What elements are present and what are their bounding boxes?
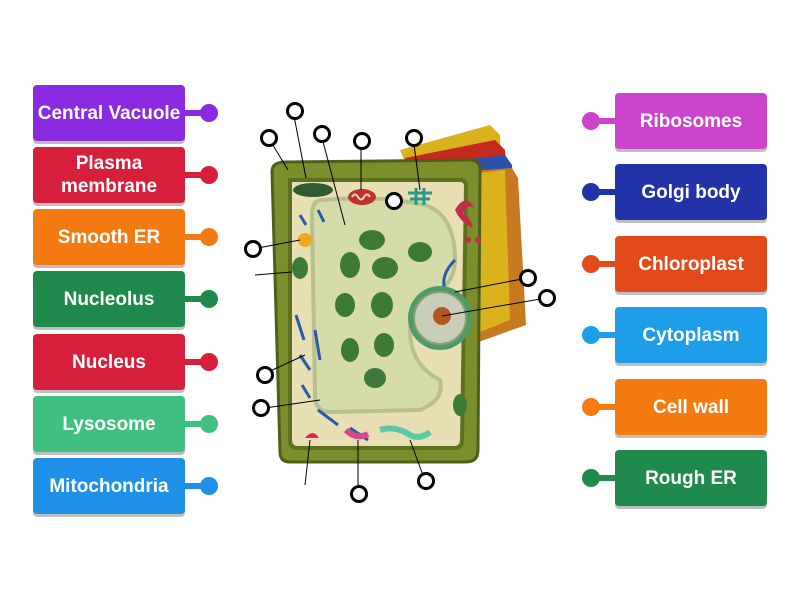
label-text: Central Vacuole bbox=[37, 102, 181, 124]
connector-lysosome bbox=[185, 421, 207, 427]
label-chloroplast[interactable]: Chloroplast bbox=[615, 236, 767, 292]
connector-chloroplast bbox=[593, 261, 615, 267]
label-text: Ribosomes bbox=[639, 110, 743, 132]
label-text: Plasma membrane bbox=[60, 153, 158, 197]
label-mitochondria[interactable]: Mitochondria bbox=[33, 458, 185, 514]
label-plasma-membrane[interactable]: Plasma membrane bbox=[33, 147, 185, 203]
drag-handle-mitochondria[interactable] bbox=[200, 477, 218, 495]
connector-ribosomes bbox=[593, 118, 615, 124]
drop-target[interactable] bbox=[385, 192, 403, 210]
label-text: Rough ER bbox=[645, 467, 737, 489]
connector-smooth-er bbox=[185, 234, 207, 240]
label-rough-er[interactable]: Rough ER bbox=[615, 450, 767, 506]
label-text: Smooth ER bbox=[57, 226, 161, 248]
label-text: Lysosome bbox=[62, 413, 156, 435]
callout-lines bbox=[254, 115, 547, 490]
label-central-vacuole[interactable]: Central Vacuole bbox=[33, 85, 185, 141]
connector-nucleolus bbox=[185, 296, 207, 302]
connector-cytoplasm bbox=[593, 332, 615, 338]
drag-handle-smooth-er[interactable] bbox=[200, 228, 218, 246]
drag-handle-nucleus[interactable] bbox=[200, 353, 218, 371]
drag-handle-nucleolus[interactable] bbox=[200, 290, 218, 308]
connector-nucleus bbox=[185, 359, 207, 365]
label-cytoplasm[interactable]: Cytoplasm bbox=[615, 307, 767, 363]
cell-wall-side bbox=[400, 125, 526, 345]
drag-handle-plasma-membrane[interactable] bbox=[200, 166, 218, 184]
drop-target[interactable] bbox=[244, 240, 262, 258]
drop-target[interactable] bbox=[313, 125, 331, 143]
label-text: Chloroplast bbox=[638, 253, 744, 275]
er-shapes bbox=[294, 209, 369, 442]
drag-handle-ribosomes[interactable] bbox=[582, 112, 600, 130]
drop-target[interactable] bbox=[538, 289, 556, 307]
label-ribosomes[interactable]: Ribosomes bbox=[615, 93, 767, 149]
label-text: Nucleus bbox=[72, 351, 146, 373]
cytoplasm bbox=[288, 178, 469, 450]
label-lysosome[interactable]: Lysosome bbox=[33, 396, 185, 452]
drop-target[interactable] bbox=[417, 472, 435, 490]
mitochondria-shape bbox=[348, 189, 376, 205]
drop-target[interactable] bbox=[405, 129, 423, 147]
connector-cell-wall bbox=[593, 404, 615, 410]
label-text: Mitochondria bbox=[49, 475, 169, 497]
label-cell-wall[interactable]: Cell wall bbox=[615, 379, 767, 435]
drop-target[interactable] bbox=[350, 485, 368, 503]
drag-handle-cell-wall[interactable] bbox=[582, 398, 600, 416]
label-nucleolus[interactable]: Nucleolus bbox=[33, 271, 185, 327]
drop-target[interactable] bbox=[252, 399, 270, 417]
label-text: Golgi body bbox=[641, 181, 741, 203]
label-text: Cytoplasm bbox=[642, 324, 740, 346]
drag-handle-chloroplast[interactable] bbox=[582, 255, 600, 273]
drop-target[interactable] bbox=[519, 269, 537, 287]
connector-golgi-body bbox=[593, 189, 615, 195]
drag-handle-lysosome[interactable] bbox=[200, 415, 218, 433]
connector-rough-er bbox=[593, 475, 615, 481]
label-text: Cell wall bbox=[652, 396, 730, 418]
drop-target[interactable] bbox=[286, 102, 304, 120]
connector-plasma-membrane bbox=[185, 172, 207, 178]
drag-handle-cytoplasm[interactable] bbox=[582, 326, 600, 344]
connector-mitochondria bbox=[185, 483, 207, 489]
drag-handle-central-vacuole[interactable] bbox=[200, 104, 218, 122]
label-golgi-body[interactable]: Golgi body bbox=[615, 164, 767, 220]
drop-target[interactable] bbox=[260, 129, 278, 147]
cell-wall bbox=[270, 158, 482, 464]
drag-handle-rough-er[interactable] bbox=[582, 469, 600, 487]
drop-target[interactable] bbox=[353, 132, 371, 150]
label-smooth-er[interactable]: Smooth ER bbox=[33, 209, 185, 265]
nucleus-shape bbox=[408, 258, 472, 350]
drag-handle-golgi-body[interactable] bbox=[582, 183, 600, 201]
label-text: Nucleolus bbox=[63, 288, 155, 310]
connector-central-vacuole bbox=[185, 110, 207, 116]
label-nucleus[interactable]: Nucleus bbox=[33, 334, 185, 390]
drop-target[interactable] bbox=[256, 366, 274, 384]
chloroplasts bbox=[292, 230, 467, 416]
central-vacuole bbox=[309, 196, 458, 415]
golgi-shape bbox=[408, 188, 432, 205]
